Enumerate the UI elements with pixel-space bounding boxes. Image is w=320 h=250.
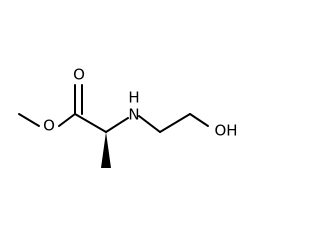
amine-n-label: N [128, 106, 139, 124]
amine-h-label: H [128, 89, 139, 107]
bond-carbonyl-alpha-carbon [74, 113, 107, 133]
bond-ethyl-hydroxyl [189, 113, 209, 127]
bond-amine-ethyl-1 [138, 115, 161, 133]
ester-oxygen-label: O [43, 117, 55, 135]
structure-canvas: O O H N OH [18, 66, 238, 168]
bond-methyl-ester-oxygen [18, 113, 40, 127]
stereo-wedge-bond [101, 132, 111, 168]
chemical-structure: O O H N OH [18, 66, 238, 168]
hydroxyl-label: OH [214, 122, 237, 140]
bond-ester-oxygen-carbonyl-carbon [58, 113, 76, 127]
bond-alpha-carbon-amine [105, 117, 129, 133]
carbonyl-oxygen-label: O [73, 66, 85, 84]
bond-ethyl-chain [159, 113, 191, 133]
